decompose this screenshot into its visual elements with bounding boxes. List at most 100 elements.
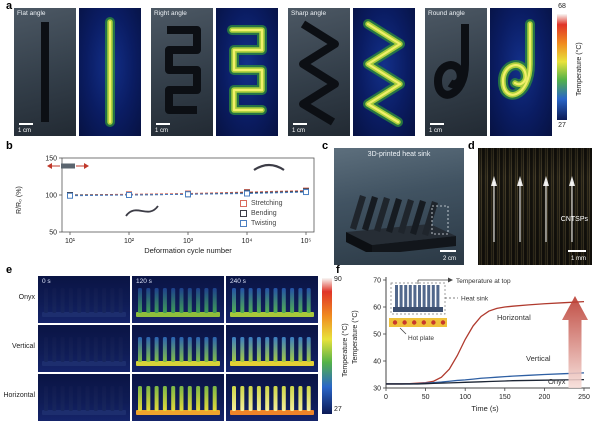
inset-temperature-at-top-label: Temperature at top [456,278,511,285]
scale-bar-label: 1 cm [292,128,306,134]
sample-name: Right angle [154,10,187,17]
panel-f-label: f [336,264,340,276]
curve-label-horizontal: Horizontal [497,313,531,322]
measurement-schematic: Temperature at top Heat sink Hot plate [389,277,511,342]
thermal-image-sharp-angle [353,8,415,136]
row-label-onyx: Onyx [18,294,35,301]
sample-trace-shape [41,22,49,122]
thermal-comb [136,386,220,415]
temperature-time-chart: 30 40 50 60 70 0 50 100 150 200 250 [373,277,590,401]
alignment-arrows [491,176,575,242]
thermal-comb [230,337,314,366]
colorbar-e [322,278,332,414]
scale-bar-label: 1 mm [571,256,586,262]
legend-label: Stretching [251,200,283,207]
panel-e-label: e [6,264,13,276]
svg-text:40: 40 [373,359,381,366]
curve-label-onyx: Onyx [548,377,566,386]
panel-d-label: d [468,140,475,152]
inset-hot-plate-label: Hot plate [408,335,434,342]
time-label: 240 s [230,278,246,285]
thermal-image-flat-angle [79,8,141,136]
scale-bar-label: 1 cm [18,128,32,134]
colorbar-e-max: 90 [334,276,342,283]
thermal-comb [136,288,220,317]
scale-bar [430,123,444,125]
sample-trace-shape [434,24,469,99]
svg-text:150: 150 [499,394,511,401]
stretching-marker-icon [240,200,247,207]
colorbar-e-min: 27 [334,406,342,413]
chart-f-y-axis-title: Temperature (°C) [352,310,359,364]
chart-b-legend: Stretching Bending Twisting [240,200,283,230]
chart-f-x-axis-title: Time (s) [471,404,499,413]
svg-text:60: 60 [373,305,381,312]
panel-c-label: c [322,140,329,152]
twisting-icon [125,205,159,217]
chart-b-x-axis-title: Deformation cycle number [144,246,232,255]
legend-label: Bending [251,210,277,217]
scale-bar [156,123,170,125]
thermal-comb [42,288,126,317]
inset-heat-sink-label: Heat sink [461,296,489,303]
thermal-trace-shape [227,25,267,115]
thermal-image-round-angle [490,8,552,136]
sample-name: Flat angle [17,10,46,17]
thermal-cell-horizontal-120s [132,374,224,421]
thermal-trace-shape [105,17,115,127]
scale-bar-label: 1 cm [429,128,443,134]
scale-bar [19,123,33,125]
row-label-horizontal: Horizontal [3,392,35,399]
thermal-comb [42,386,126,415]
heat-sink-photo-title: 3D-printed heat sink [367,151,431,158]
thermal-cell-vertical-120s [132,325,224,372]
thermal-comb [136,337,220,366]
heat-sink-drawing [346,195,456,252]
legend-item-stretching: Stretching [240,200,283,207]
svg-text:250: 250 [578,394,590,401]
colorbar-a-min: 27 [558,122,566,129]
sample-photo-flat-angle: Flat angle 1 cm [14,8,76,136]
svg-text:50: 50 [422,394,430,401]
thermal-cell-horizontal-240s [226,374,318,421]
thermal-cell-onyx-0s: 0 s [38,276,130,323]
svg-text:70: 70 [373,278,381,285]
sample-name: Round angle [428,10,465,17]
scale-bar [440,250,456,252]
svg-text:10⁴: 10⁴ [242,238,253,245]
svg-text:200: 200 [539,394,551,401]
legend-item-bending: Bending [240,210,283,217]
colorbar-a-label: Temperature (°C) [576,42,583,96]
legend-item-twisting: Twisting [240,220,283,227]
panel-a-label: a [6,0,13,12]
thermal-image-right-angle [216,8,278,136]
bending-marker-icon [240,210,247,217]
svg-text:10²: 10² [124,238,135,245]
colorbar-a [557,14,567,120]
sample-photo-round-angle: Round angle 1 cm [425,8,487,136]
scale-bar-label: 2 cm [442,256,456,262]
svg-text:10³: 10³ [183,238,194,245]
svg-text:100: 100 [459,394,471,401]
sample-trace-shape [299,20,339,126]
heat-sink-photo: 3D-printed heat sink 2 cm [334,148,464,265]
thermal-cell-onyx-120s: 120 s [132,276,224,323]
svg-text:0: 0 [384,394,388,401]
heating-trend-arrow-icon [562,296,588,388]
sample-photo-right-angle: Right angle 1 cm [151,8,213,136]
curve-label-vertical: Vertical [526,354,551,363]
svg-text:150: 150 [45,156,57,163]
thermal-cell-onyx-240s: 240 s [226,276,318,323]
legend-label: Twisting [251,220,277,227]
bending-icon [253,163,285,171]
svg-text:50: 50 [49,230,57,237]
svg-text:50: 50 [373,332,381,339]
thermal-cell-horizontal-0s [38,374,130,421]
thermal-cell-vertical-240s [226,325,318,372]
svg-text:30: 30 [373,386,381,393]
svg-text:100: 100 [45,193,57,200]
sample-name: Sharp angle [291,10,327,17]
colorbar-e-label: Temperature (°C) [342,323,349,377]
